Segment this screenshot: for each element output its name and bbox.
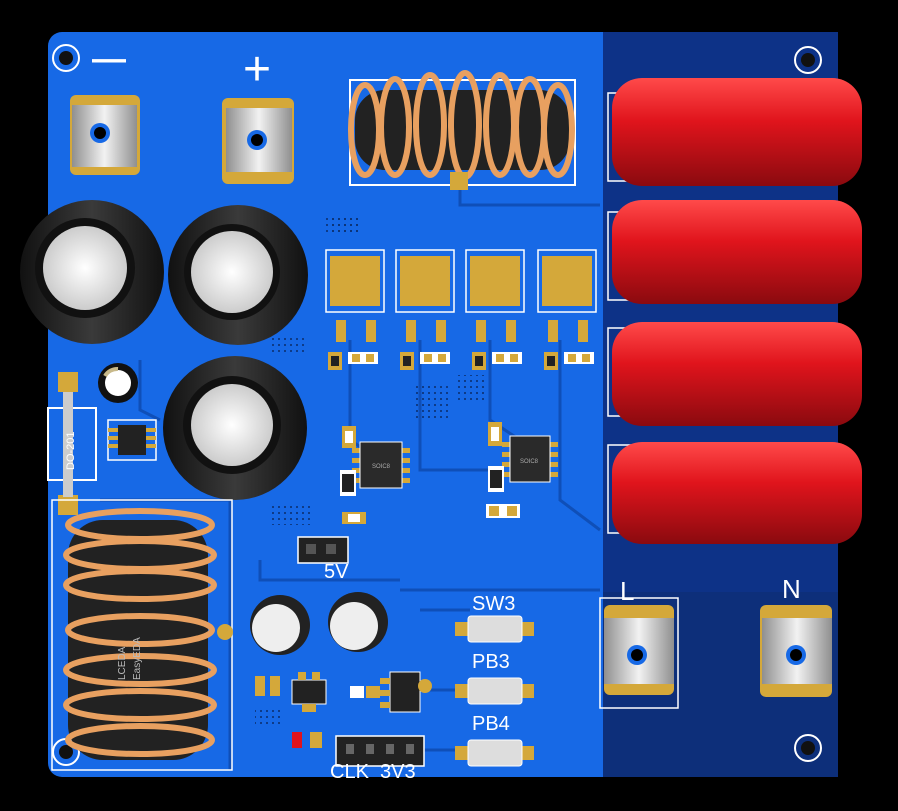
film-cap-3 <box>607 322 862 426</box>
pin-header-clk-3v3[interactable] <box>335 735 425 767</box>
inductor-brand-2: EasyEDA <box>132 637 143 680</box>
film-cap-4 <box>607 442 862 544</box>
diode-label: DO-201 <box>65 431 77 470</box>
toroid-inductor-top <box>348 70 576 190</box>
mosfet-1 <box>325 249 385 342</box>
soic8-ic-2: SOIC8 <box>502 435 558 483</box>
switch-sw3[interactable] <box>455 615 534 643</box>
film-cap-2 <box>607 200 862 304</box>
mounting-hole-br <box>794 734 822 762</box>
soic8-ic-1: SOIC8 <box>352 441 410 489</box>
minus-label: — <box>92 40 126 78</box>
smd-passives-row <box>328 352 594 370</box>
inductor-brand-1: LCEDA <box>117 646 128 680</box>
terminal-n-label: N <box>782 574 801 604</box>
terminal-plus[interactable] <box>222 98 294 184</box>
mosfet-2 <box>395 249 455 342</box>
mounting-holes <box>52 44 822 766</box>
film-cap-1 <box>607 78 862 186</box>
header-label: CLK 3V3 <box>330 761 416 783</box>
switch-pb3[interactable] <box>455 677 534 705</box>
ic2-marking: SOIC8 <box>520 459 539 465</box>
electrolytic-cap-3 <box>163 356 307 500</box>
mounting-hole-tl <box>52 44 80 72</box>
ic1-marking: SOIC8 <box>372 464 391 470</box>
switch-pb4[interactable] <box>455 739 534 767</box>
pb3-label: PB3 <box>472 651 510 673</box>
smd-parts-mid <box>340 422 520 524</box>
sw3-label: SW3 <box>472 593 515 615</box>
jumper-5v[interactable] <box>297 536 349 564</box>
electrolytic-cap-small-1 <box>250 595 310 655</box>
smd-parts-low <box>255 676 380 748</box>
small-cap <box>98 363 138 403</box>
sot-ic-left <box>107 419 157 461</box>
regulator-1 <box>291 672 327 712</box>
terminal-n[interactable] <box>760 605 832 697</box>
pb4-label: PB4 <box>472 713 510 735</box>
diode-do201: DO-201 <box>47 372 97 515</box>
terminal-minus[interactable] <box>70 95 140 175</box>
plus-label: + <box>243 43 271 96</box>
electrolytic-cap-small-2 <box>328 592 388 652</box>
jumper-5v-label: 5V <box>324 561 349 583</box>
regulator-2 <box>380 671 432 713</box>
mounting-hole-tr <box>794 46 822 74</box>
via-clusters <box>255 215 485 725</box>
electrolytic-cap-2 <box>168 205 308 345</box>
mosfet-3 <box>465 249 525 342</box>
terminal-l[interactable] <box>599 597 679 709</box>
mosfet-4 <box>537 249 597 342</box>
toroid-inductor-left: LCEDA EasyEDA <box>51 499 233 771</box>
electrolytic-cap-1 <box>20 200 164 344</box>
terminal-l-label: L <box>620 576 634 606</box>
